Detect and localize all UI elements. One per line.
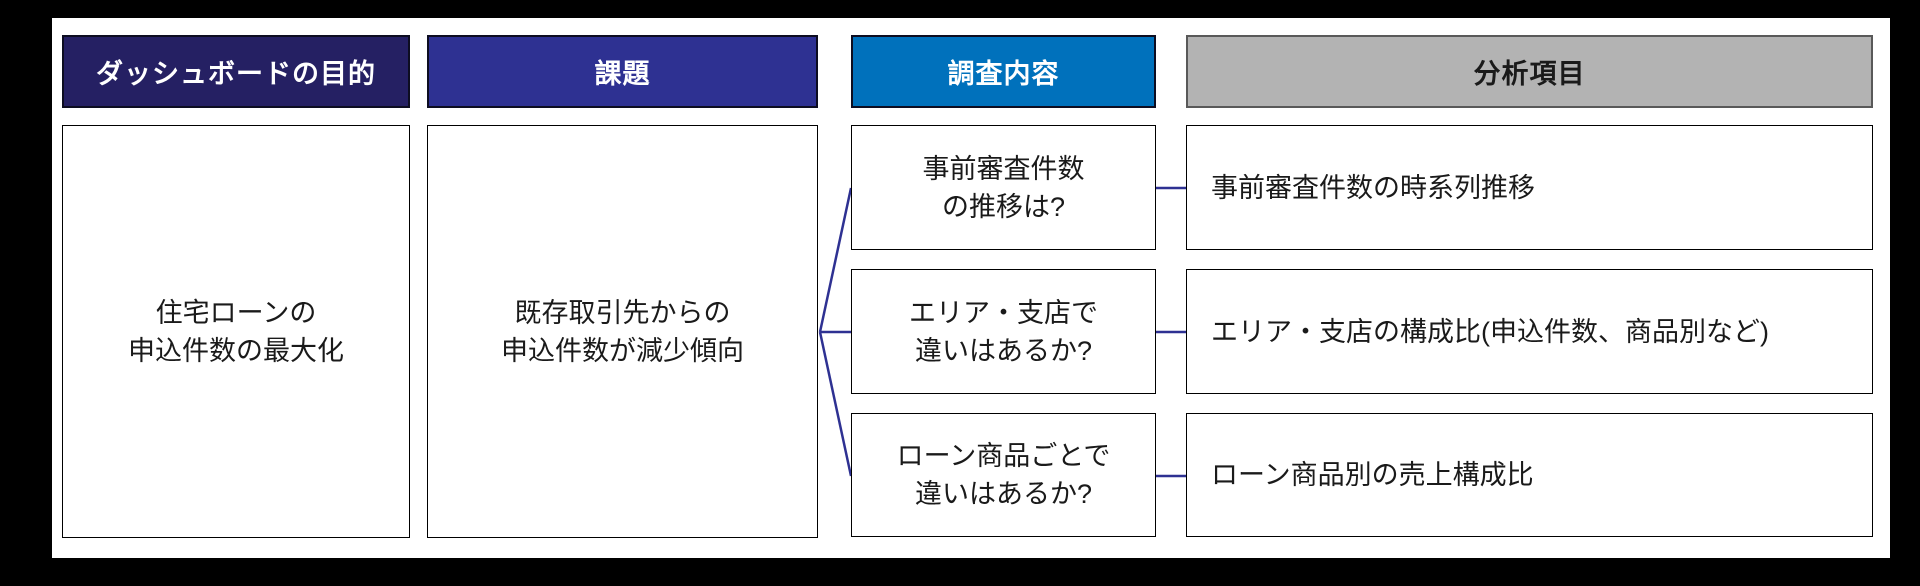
- header-survey-content-label: 調査内容: [947, 59, 1060, 89]
- header-dashboard-purpose-label: ダッシュボードの目的: [96, 59, 376, 89]
- analysis-box-2-line-1: エリア・支店の構成比(申込件数、商品別など): [1211, 316, 1769, 347]
- header-analysis-items: 分析項目: [1186, 35, 1873, 108]
- analysis-box-2: エリア・支店の構成比(申込件数、商品別など): [1186, 269, 1873, 394]
- header-survey-content: 調査内容: [851, 35, 1156, 108]
- survey-box-3-line-1: ローン商品ごとで: [896, 441, 1111, 471]
- analysis-box-1: 事前審査件数の時系列推移: [1186, 125, 1873, 250]
- header-dashboard-purpose: ダッシュボードの目的: [62, 35, 410, 108]
- issue-line-2: 申込件数が減少傾向: [501, 335, 744, 366]
- survey-box-2: エリア・支店で 違いはあるか?: [851, 269, 1156, 394]
- analysis-box-1-line-1: 事前審査件数の時系列推移: [1211, 172, 1535, 203]
- survey-box-1-line-2: の推移は?: [941, 191, 1066, 222]
- issue-line-1: 既存取引先からの: [514, 297, 731, 328]
- diagram-canvas: ダッシュボードの目的 住宅ローンの 申込件数の最大化 課題 既存取引先からの 申…: [52, 18, 1890, 558]
- survey-box-2-line-1: エリア・支店で: [909, 297, 1098, 328]
- survey-box-3-line-2: 違いはあるか?: [914, 479, 1093, 509]
- analysis-box-3: ローン商品別の売上構成比: [1186, 413, 1873, 537]
- survey-box-1-line-1: 事前審査件数: [922, 153, 1085, 184]
- issue-box: 既存取引先からの 申込件数が減少傾向: [427, 125, 818, 538]
- header-issue-label: 課題: [594, 59, 651, 89]
- header-analysis-items-label: 分析項目: [1473, 59, 1586, 89]
- purpose-line-2: 申込件数の最大化: [128, 335, 344, 366]
- analysis-box-3-line-1: ローン商品別の売上構成比: [1211, 460, 1534, 490]
- fork-line-bottom: [818, 331, 853, 477]
- survey-box-1: 事前審査件数 の推移は?: [851, 125, 1156, 250]
- survey-box-3: ローン商品ごとで 違いはあるか?: [851, 413, 1156, 537]
- fork-line-top: [818, 187, 853, 333]
- purpose-box: 住宅ローンの 申込件数の最大化: [62, 125, 410, 538]
- survey-box-2-line-2: 違いはあるか?: [914, 335, 1093, 366]
- purpose-line-1: 住宅ローンの: [155, 297, 317, 328]
- header-issue: 課題: [427, 35, 818, 108]
